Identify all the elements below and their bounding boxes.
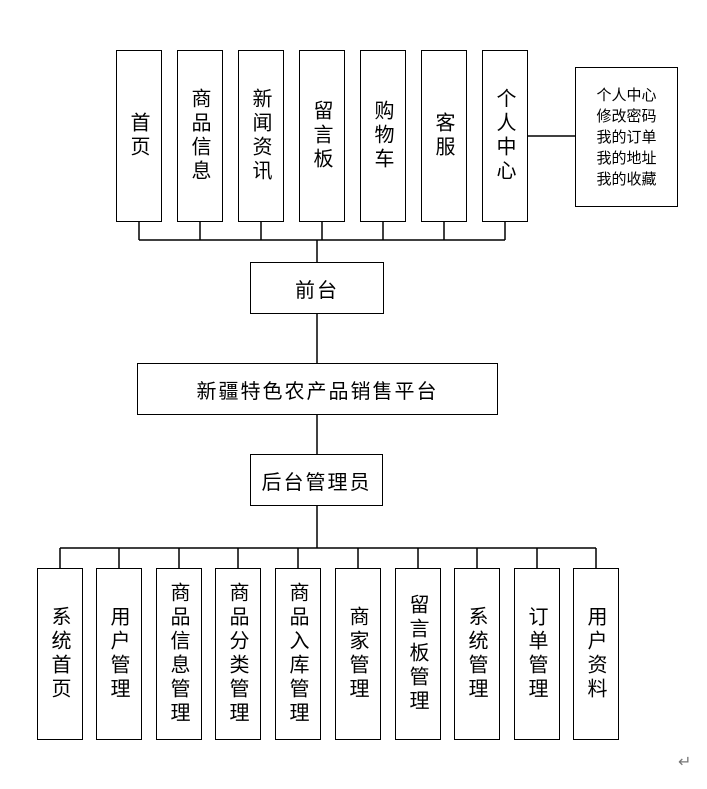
backend-module-message-board-management: 留言板管理 [395, 568, 441, 740]
personal-center-item: 我的地址 [596, 148, 657, 167]
frontend-node: 前台 [250, 262, 384, 314]
backend-module-stock-in-management: 商品入库管理 [275, 568, 321, 740]
frontend-module-news: 新闻资讯 [238, 50, 284, 222]
personal-center-submenu: 个人中心 修改密码 我的订单 我的地址 我的收藏 [575, 67, 678, 207]
personal-center-item: 个人中心 [596, 85, 657, 104]
personal-center-item: 修改密码 [596, 106, 657, 125]
frontend-module-message-board: 留言板 [299, 50, 345, 222]
backend-module-order-management: 订单管理 [514, 568, 560, 740]
personal-center-item: 我的收藏 [596, 169, 657, 188]
backend-module-product-info-management: 商品信息管理 [156, 568, 202, 740]
return-mark: ↵ [678, 752, 692, 771]
backend-module-system-management: 系统管理 [454, 568, 500, 740]
frontend-module-home: 首页 [116, 50, 162, 222]
frontend-module-customer-service: 客服 [421, 50, 467, 222]
backend-module-user-management: 用户管理 [96, 568, 142, 740]
backend-module-system-home: 系统首页 [37, 568, 83, 740]
backend-module-user-profile: 用户资料 [573, 568, 619, 740]
backend-module-merchant-management: 商家管理 [335, 568, 381, 740]
personal-center-item-list: 个人中心 修改密码 我的订单 我的地址 我的收藏 [596, 85, 656, 190]
frontend-module-product-info: 商品信息 [177, 50, 223, 222]
personal-center-item: 我的订单 [596, 127, 657, 146]
backend-module-category-management: 商品分类管理 [215, 568, 261, 740]
frontend-module-cart: 购物车 [360, 50, 406, 222]
frontend-module-personal-center: 个人中心 [482, 50, 528, 222]
platform-node: 新疆特色农产品销售平台 [137, 363, 498, 415]
admin-node: 后台管理员 [250, 454, 383, 506]
